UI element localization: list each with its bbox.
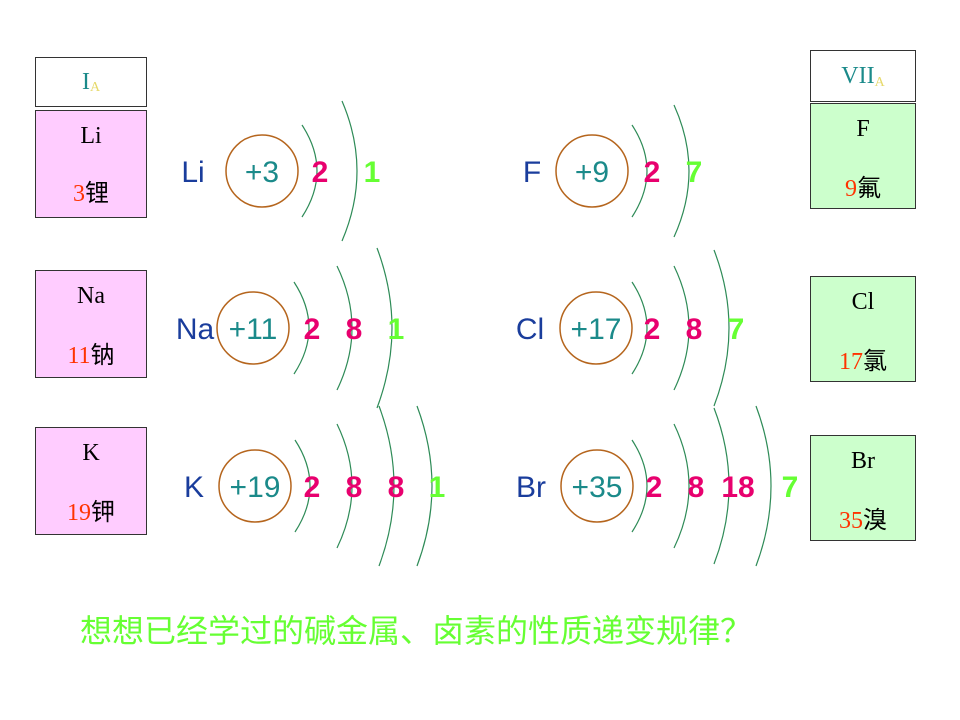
atom-symbol: Br: [516, 471, 546, 504]
shell-arc: [336, 423, 353, 549]
element-card-cl: Cl 17氯: [810, 276, 916, 382]
shell-electron-count: 2: [304, 471, 321, 504]
atom-symbol: Li: [181, 156, 204, 189]
shell-electron-count: 8: [346, 471, 363, 504]
nucleus-circle: [555, 134, 629, 208]
shell-electron-count: 1: [429, 471, 446, 504]
shell-electron-count: 8: [688, 471, 705, 504]
element-card-li-name: 锂: [85, 181, 109, 207]
element-card-f-number: 9: [845, 176, 857, 202]
element-card-cl-number: 17: [839, 349, 863, 375]
shell-electron-count: 8: [388, 471, 405, 504]
shell-arc: [293, 281, 310, 375]
group-header-viia-main: VII: [841, 62, 875, 89]
shell-electron-count: 2: [644, 156, 661, 189]
shell-electron-count: 7: [728, 313, 745, 346]
atom-symbol: Na: [176, 313, 215, 346]
atom-symbol: Cl: [516, 313, 544, 346]
element-card-k-symbol: K: [82, 440, 100, 466]
shell-arc: [673, 423, 690, 549]
nucleus-charge: +9: [575, 156, 609, 189]
shell-arc: [631, 281, 648, 375]
shell-electron-count: 18: [721, 471, 754, 504]
element-card-k-number: 19: [67, 500, 91, 526]
shell-arc: [673, 265, 690, 391]
shell-electron-count: 7: [686, 156, 703, 189]
element-card-br-name: 溴: [863, 508, 887, 534]
shell-electron-count: 2: [644, 313, 661, 346]
shell-arc: [416, 405, 433, 567]
atom-symbol: K: [184, 471, 204, 504]
element-card-br: Br 35溴: [810, 435, 916, 541]
element-card-f: F 9氟: [810, 103, 916, 209]
shell-electron-count: 8: [346, 313, 363, 346]
element-card-br-number: 35: [839, 508, 863, 534]
shell-electron-count: 2: [312, 156, 329, 189]
shell-electron-count: 1: [388, 313, 405, 346]
element-card-na: Na 11钠: [35, 270, 147, 378]
element-card-f-symbol: F: [856, 116, 870, 142]
shell-arc: [341, 100, 358, 242]
shell-arc: [631, 124, 648, 218]
nucleus-charge: +11: [229, 313, 278, 346]
element-card-na-number: 11: [67, 343, 91, 369]
nucleus-circle: [218, 449, 292, 523]
nucleus-circle: [559, 291, 633, 365]
atom-li: Li +3 2 1: [181, 100, 381, 242]
element-card-k-name: 钾: [91, 500, 115, 526]
element-card-cl-symbol: Cl: [851, 289, 875, 315]
shell-arc: [673, 104, 690, 238]
element-card-na-symbol: Na: [77, 283, 105, 309]
nucleus-circle: [560, 449, 634, 523]
nucleus-circle: [216, 291, 290, 365]
question-text: 想想已经学过的碱金属、卤素的性质递变规律？: [80, 612, 753, 650]
element-card-br-symbol: Br: [851, 448, 875, 474]
element-card-li-symbol: Li: [80, 123, 102, 149]
shell-electron-count: 2: [304, 313, 321, 346]
shell-arc: [301, 124, 318, 218]
shell-electron-count: 2: [646, 471, 663, 504]
atom-symbol: F: [523, 156, 541, 189]
shell-electron-count: 7: [782, 471, 799, 504]
element-card-li: Li 3锂: [35, 110, 147, 218]
shell-arc: [336, 265, 353, 391]
shell-arc: [378, 405, 395, 567]
element-card-na-name: 钠: [90, 343, 115, 369]
nucleus-charge: +17: [571, 313, 622, 346]
shell-electron-count: 1: [364, 156, 381, 189]
element-card-k: K 19钾: [35, 427, 147, 535]
group-header-ia-main: I: [81, 68, 90, 95]
element-card-f-name: 氟: [857, 176, 881, 202]
shell-electron-count: 8: [686, 313, 703, 346]
shell-arc: [631, 439, 648, 533]
nucleus-charge: +35: [572, 471, 623, 504]
shell-arc: [755, 405, 772, 567]
shell-arc: [713, 407, 730, 565]
shell-arc: [376, 247, 393, 409]
group-header-viia-sub: A: [874, 75, 885, 90]
element-card-cl-name: 氯: [863, 349, 887, 375]
group-header-ia-sub: A: [89, 80, 101, 95]
element-card-li-number: 3: [73, 181, 85, 207]
shell-arc: [713, 249, 730, 407]
nucleus-charge: +19: [230, 471, 281, 504]
nucleus-charge: +3: [245, 156, 279, 189]
shell-arc: [294, 439, 311, 533]
nucleus-circle: [225, 134, 299, 208]
